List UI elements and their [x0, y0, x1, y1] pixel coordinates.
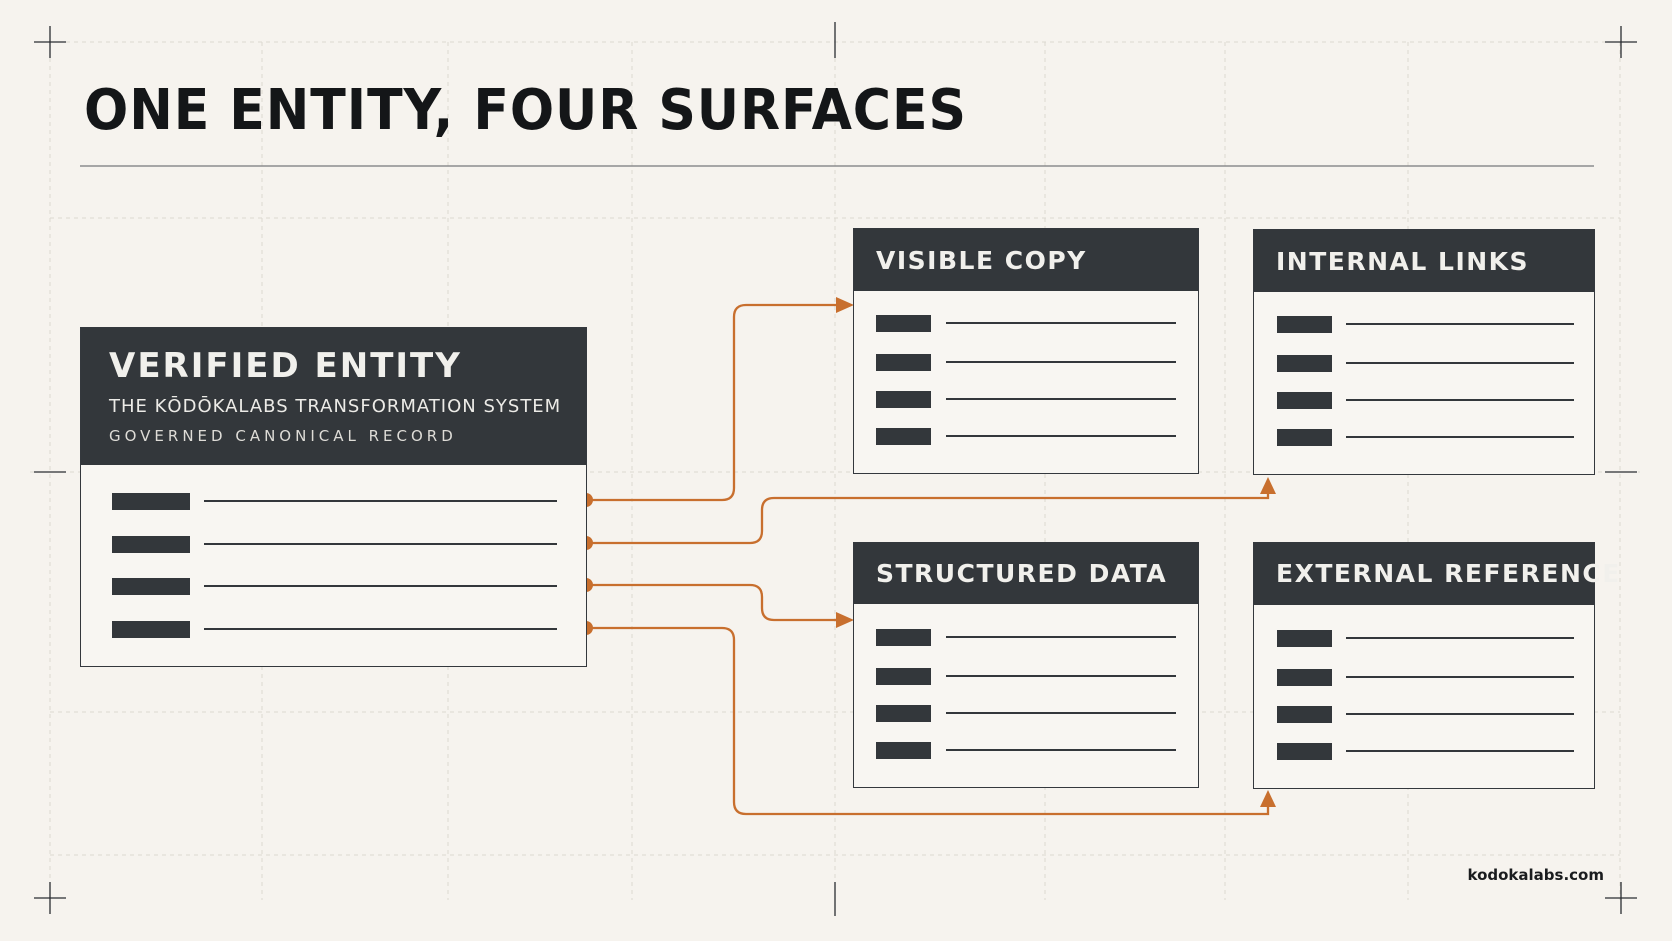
field-row	[854, 627, 1198, 647]
surface-structured-data: STRUCTURED DATA	[853, 542, 1199, 788]
surface-visible-copy: VISIBLE COPY	[853, 228, 1199, 474]
field-row	[854, 426, 1198, 446]
field-row	[1254, 390, 1594, 410]
connector-external-reference	[586, 626, 1270, 816]
surface-header: STRUCTURED DATA	[854, 543, 1198, 604]
field-row-3	[81, 576, 586, 596]
arrow-internal-links	[1260, 477, 1276, 494]
surface-title: VISIBLE COPY	[876, 246, 1087, 275]
page-title: ONE ENTITY, FOUR SURFACES	[84, 78, 967, 143]
arrow-visible-copy	[836, 297, 854, 313]
field-row	[854, 313, 1198, 333]
connector-structured-data	[586, 583, 836, 622]
field-row	[854, 666, 1198, 686]
field-row	[1254, 353, 1594, 373]
field-row	[854, 703, 1198, 723]
connectors	[579, 297, 1276, 816]
verified-entity-subtitle: THE KŌDŌKALABS TRANSFORMATION SYSTEM	[109, 396, 562, 417]
surface-title: STRUCTURED DATA	[876, 559, 1168, 588]
field-row	[1254, 314, 1594, 334]
connector-visible-copy	[586, 303, 836, 502]
verified-entity-title: VERIFIED ENTITY	[109, 346, 462, 386]
field-row	[854, 740, 1198, 760]
verified-entity-card: VERIFIED ENTITY THE KŌDŌKALABS TRANSFORM…	[80, 327, 587, 667]
surface-header: EXTERNAL REFERENCE	[1254, 543, 1621, 605]
surface-header: INTERNAL LINKS	[1254, 230, 1594, 292]
field-row	[1254, 741, 1594, 761]
surface-external-reference: EXTERNAL REFERENCE	[1253, 542, 1621, 789]
arrow-external-reference	[1260, 790, 1276, 807]
verified-entity-caption: GOVERNED CANONICAL RECORD	[109, 427, 457, 445]
field-row	[1254, 427, 1594, 447]
surface-internal-links: INTERNAL LINKS	[1253, 229, 1595, 475]
field-row-2	[81, 534, 586, 554]
surface-title: INTERNAL LINKS	[1276, 247, 1530, 276]
connector-internal-links	[586, 486, 1270, 545]
field-row	[854, 352, 1198, 372]
field-row-1	[81, 491, 586, 511]
field-row	[1254, 667, 1594, 687]
surface-title: EXTERNAL REFERENCE	[1276, 559, 1621, 588]
field-row	[1254, 704, 1594, 724]
field-row	[854, 389, 1198, 409]
verified-entity-header: VERIFIED ENTITY THE KŌDŌKALABS TRANSFORM…	[81, 328, 586, 465]
surface-header: VISIBLE COPY	[854, 229, 1198, 291]
footer-domain: kodokalabs.com	[1467, 866, 1604, 884]
field-row	[1254, 628, 1594, 648]
field-row-4	[81, 619, 586, 639]
arrow-structured-data	[836, 612, 854, 628]
